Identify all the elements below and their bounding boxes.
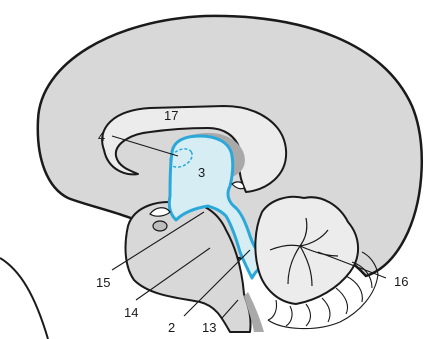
label-3: 3 [198,165,205,180]
label-15: 15 [96,275,110,290]
label-13: 13 [202,320,216,335]
cerebellum [255,197,358,304]
adjacent-hemisphere-outline [0,258,48,339]
label-2: 2 [168,320,175,335]
label-14: 14 [124,305,138,320]
label-16: 16 [394,274,408,289]
label-17: 17 [164,108,178,123]
mammillary-body [153,221,167,231]
label-4: 4 [98,129,105,144]
